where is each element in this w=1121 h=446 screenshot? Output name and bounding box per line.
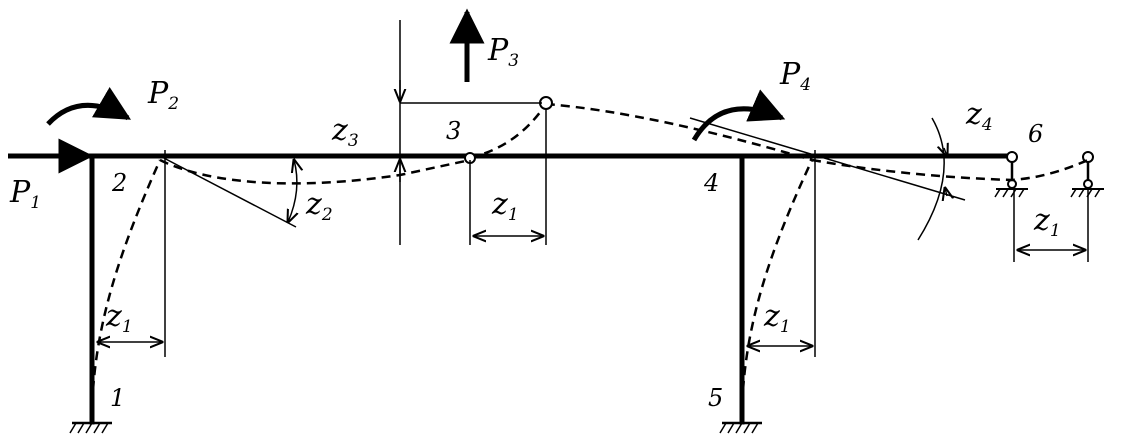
node-label-1: 1 [110,384,125,412]
tangent-line-z2 [159,155,297,228]
label-p3: P3 [487,33,519,71]
label-z1-d: z1 [1033,203,1061,241]
label-p4: P4 [779,57,811,95]
deformed-beam-2-3 [159,158,471,185]
roller-support-6 [994,151,1028,198]
deformed-column-left [90,159,162,421]
label-z3: z3 [331,113,359,151]
rotation-arc-z4 [917,117,945,241]
deformed-beam-6 [811,158,1089,182]
label-z1-a: z1 [105,299,133,337]
node-label-2: 2 [111,169,127,197]
tangent-line-z4 [689,117,966,201]
rotation-arc-z2 [288,160,297,222]
node-label-5: 5 [708,384,723,412]
label-z1-b: z1 [491,187,519,225]
fixed-support-1 [69,421,112,434]
deformed-beam-3-4 [469,103,548,160]
moment-arrow-p2 [46,87,132,126]
moment-arrow-p4 [691,89,786,142]
node-label-3: 3 [446,117,461,145]
fixed-support-5 [719,421,762,434]
label-z1-c: z1 [763,299,791,337]
label-z2: z2 [305,187,333,225]
label-z4: z4 [965,97,993,135]
label-p1: P1 [9,175,41,213]
deformed-beam-4-6 [545,102,813,162]
node-label-4: 4 [703,169,719,197]
deformed-column-right [740,159,814,421]
node-label-6: 6 [1028,120,1043,148]
label-p2: P2 [147,76,179,114]
